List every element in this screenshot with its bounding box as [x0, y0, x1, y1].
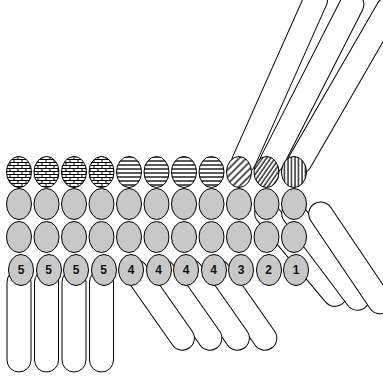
gray-circle [89, 189, 114, 220]
callout-number: 5 [89, 254, 119, 286]
callout-number: 3 [226, 254, 256, 286]
gray-circle [117, 222, 142, 253]
gray-circle [89, 222, 114, 253]
callout-number: 2 [254, 254, 284, 286]
gray-circle [7, 222, 32, 253]
rod [284, 0, 383, 178]
rod [304, 197, 383, 318]
numbered-circle: 4 [144, 254, 174, 286]
hatched-circle [7, 157, 32, 188]
gray-circle [144, 189, 169, 220]
gray-circle [34, 222, 59, 253]
gray-circle [227, 222, 252, 253]
numbered-circle: 4 [199, 254, 229, 286]
numbered-circle: 2 [254, 254, 284, 286]
gray-circle [172, 222, 197, 253]
gray-circle [282, 189, 307, 220]
numbered-circle: 4 [116, 254, 146, 286]
numbered-circle: 5 [34, 254, 64, 286]
hatched-circle [117, 157, 142, 188]
hatched-circle [62, 157, 87, 188]
numbered-circle: 5 [61, 254, 91, 286]
gray-circle [254, 222, 279, 253]
hatched-circle [227, 157, 252, 188]
hatched-circle [282, 157, 307, 188]
gray-circle [7, 189, 32, 220]
numbered-circle: 3 [226, 254, 256, 286]
gray-circle [227, 189, 252, 220]
numbered-circle: 4 [171, 254, 201, 286]
callout-number: 5 [6, 254, 36, 286]
gray-circle [199, 222, 224, 253]
gray-circle [172, 189, 197, 220]
callout-number: 4 [116, 254, 146, 286]
gray-circle [34, 189, 59, 220]
gray-circle [282, 222, 307, 253]
gray-circle [144, 222, 169, 253]
callout-number: 4 [171, 254, 201, 286]
callout-number: 5 [61, 254, 91, 286]
hatched-circle [172, 157, 197, 188]
numbered-circle: 5 [89, 254, 119, 286]
callout-number: 5 [34, 254, 64, 286]
callout-number: 1 [281, 254, 311, 286]
gray-circle [117, 189, 142, 220]
hatched-circle [89, 157, 114, 188]
hatched-circle [144, 157, 169, 188]
numbered-circle: 1 [281, 254, 311, 286]
gray-circle [62, 189, 87, 220]
gray-circle [254, 189, 279, 220]
hatched-circle [34, 157, 59, 188]
gray-circle [62, 222, 87, 253]
numbered-circle: 5 [6, 254, 36, 286]
hatched-circle [199, 157, 224, 188]
hatched-circle [254, 157, 279, 188]
gray-circle [199, 189, 224, 220]
callout-number: 4 [144, 254, 174, 286]
callout-number: 4 [199, 254, 229, 286]
